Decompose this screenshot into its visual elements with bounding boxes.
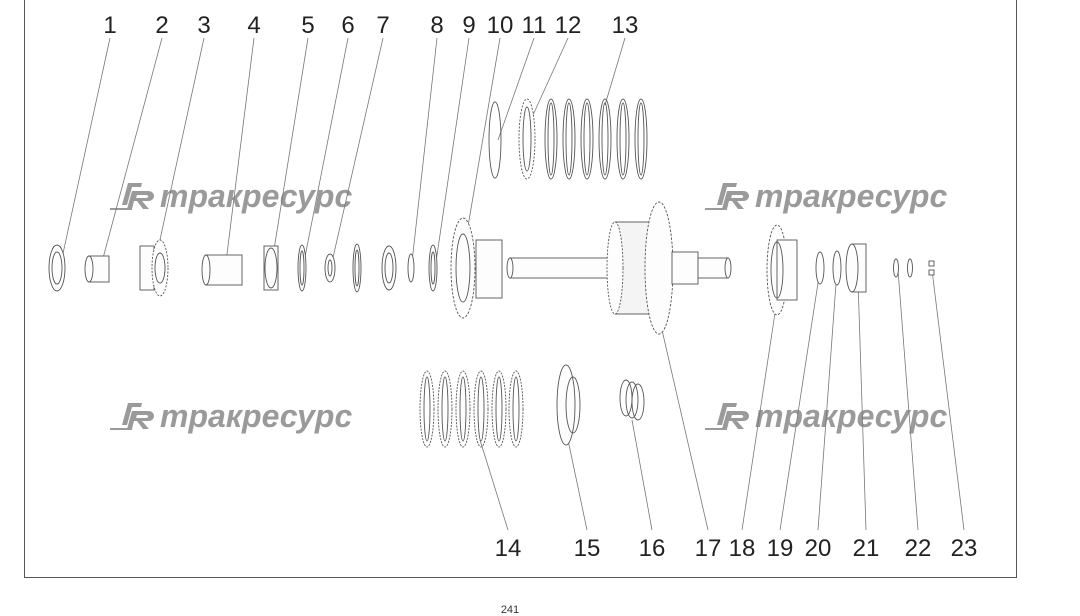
callout-22: 22 <box>905 535 932 562</box>
callout-6: 6 <box>341 12 354 39</box>
callout-14: 14 <box>495 535 522 562</box>
part-12-disc <box>518 98 536 180</box>
part-8-ring <box>352 243 362 293</box>
part-23-key <box>928 260 935 276</box>
callout-numbers: 1 2 3 4 5 6 7 8 9 10 11 12 13 14 15 16 1… <box>103 12 977 562</box>
part-5-bearing <box>263 245 279 291</box>
part-bearing-b <box>381 245 397 291</box>
callout-8: 8 <box>430 12 443 39</box>
part-17-shaft <box>506 201 732 335</box>
watermark-top-right <box>703 178 948 214</box>
callout-7: 7 <box>376 12 389 39</box>
callout-12: 12 <box>555 12 582 39</box>
part-2-bushing <box>84 255 110 283</box>
watermark-bottom-left <box>108 398 353 434</box>
watermark-top-left <box>108 178 353 214</box>
callout-19: 19 <box>767 535 794 562</box>
callout-13: 13 <box>612 12 639 39</box>
parts <box>48 98 935 448</box>
callout-20: 20 <box>805 535 832 562</box>
part-7-washer <box>324 253 336 283</box>
callout-23: 23 <box>951 535 978 562</box>
callout-3: 3 <box>197 12 210 39</box>
leader-lines <box>61 37 965 531</box>
callout-21: 21 <box>853 535 880 562</box>
callout-5: 5 <box>301 12 314 39</box>
part-19-ring <box>815 251 825 285</box>
part-18-gear <box>766 224 798 316</box>
part-10-gear <box>450 217 503 319</box>
page-number: 241 <box>500 604 520 616</box>
part-22-ring <box>893 258 913 278</box>
part-16-spring <box>619 379 645 421</box>
part-14-friction-discs <box>419 370 524 448</box>
part-21-bearing <box>845 243 867 293</box>
part-1-bearing <box>48 244 66 292</box>
callout-11: 11 <box>522 12 547 39</box>
callout-1: 1 <box>103 12 116 39</box>
callout-17: 17 <box>695 535 722 562</box>
part-4-sleeve <box>201 254 243 286</box>
part-ring-c <box>428 244 438 292</box>
callout-2: 2 <box>155 12 168 39</box>
part-6-ring <box>297 244 307 292</box>
part-3-gear <box>139 239 169 297</box>
callout-16: 16 <box>639 535 666 562</box>
part-20-ring <box>832 250 842 286</box>
callout-9: 9 <box>462 12 475 39</box>
callout-4: 4 <box>247 12 260 39</box>
part-washer-b <box>407 253 415 283</box>
callout-10: 10 <box>487 12 514 39</box>
callout-18: 18 <box>729 535 756 562</box>
callout-15: 15 <box>574 535 601 562</box>
part-15-piston <box>556 364 581 446</box>
part-11-snap-ring <box>488 101 502 179</box>
drawing-frame <box>24 0 1017 578</box>
part-13-discs <box>544 98 648 180</box>
